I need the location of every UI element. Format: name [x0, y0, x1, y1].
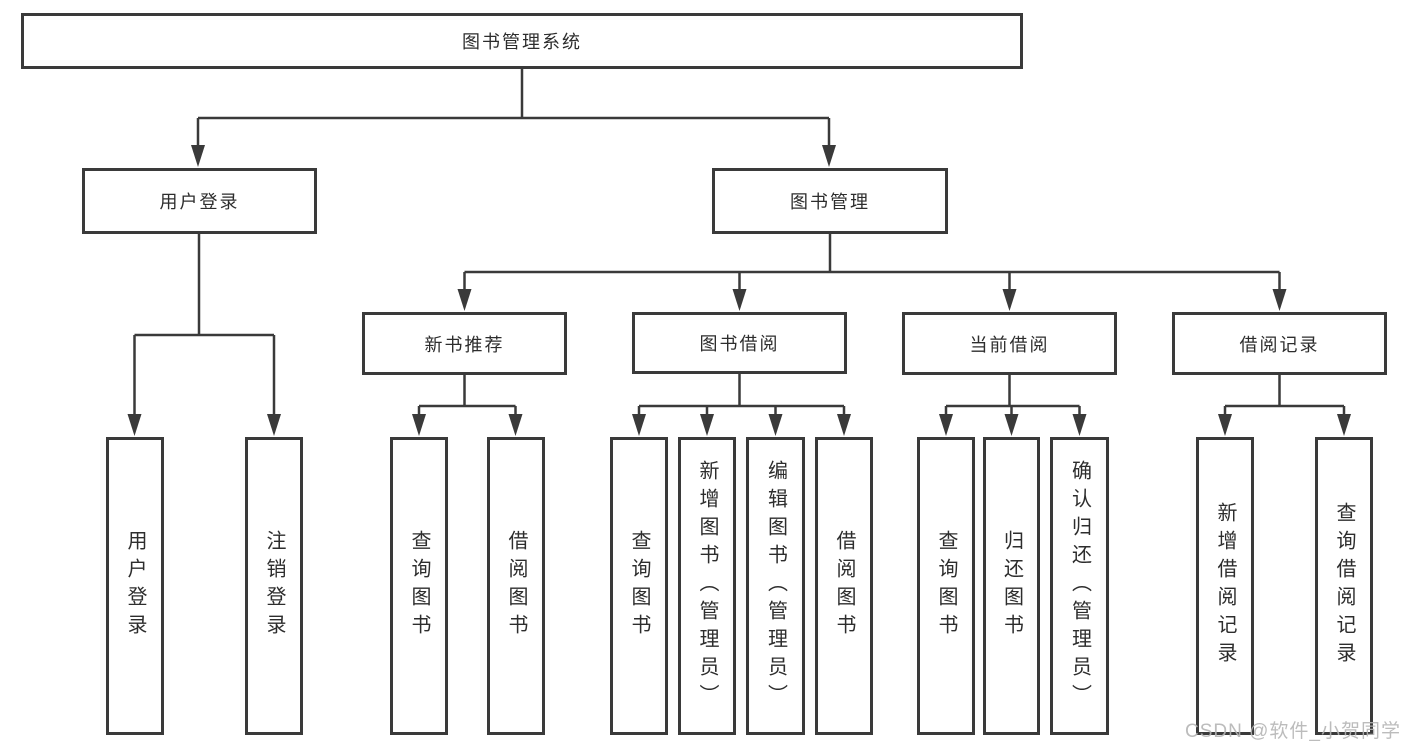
node-leaf-confirm-return-label: 确认归还（管理员）: [1068, 460, 1091, 712]
node-leaf-add-record-label: 新增借阅记录: [1214, 502, 1236, 670]
node-leaf-query-book-1: 查询图书: [390, 437, 448, 735]
node-root-label: 图书管理系统: [462, 32, 582, 52]
node-borrow-records: 借阅记录: [1172, 312, 1387, 375]
edge-user-login-children: [127, 233, 281, 436]
node-user-login: 用户登录: [82, 168, 317, 234]
node-leaf-edit-book: 编辑图书（管理员）: [746, 437, 805, 735]
edge-book-borrow-children: [632, 373, 851, 436]
node-leaf-logout: 注销登录: [245, 437, 303, 735]
node-current-borrow-label: 当前借阅: [969, 334, 1050, 355]
node-leaf-return-book: 归还图书: [983, 437, 1040, 735]
node-leaf-borrow-book-2: 借阅图书: [815, 437, 873, 735]
node-leaf-query-record: 查询借阅记录: [1315, 437, 1373, 735]
edge-root-children: [191, 68, 836, 167]
node-book-borrow: 图书借阅: [632, 312, 847, 374]
node-leaf-user-login-label: 用户登录: [124, 530, 146, 642]
node-root: 图书管理系统: [21, 13, 1023, 69]
node-leaf-query-book-3: 查询图书: [917, 437, 975, 735]
node-leaf-confirm-return: 确认归还（管理员）: [1050, 437, 1109, 735]
node-leaf-query-record-label: 查询借阅记录: [1333, 502, 1355, 670]
node-leaf-borrow-book-1-label: 借阅图书: [505, 530, 527, 642]
node-new-book-rec: 新书推荐: [362, 312, 567, 375]
node-book-borrow-label: 图书借阅: [699, 334, 780, 354]
node-leaf-query-book-1-label: 查询图书: [408, 530, 430, 642]
node-borrow-records-label: 借阅记录: [1239, 334, 1320, 355]
node-leaf-borrow-book-2-label: 借阅图书: [833, 530, 855, 642]
node-leaf-logout-label: 注销登录: [263, 530, 285, 642]
node-new-book-rec-label: 新书推荐: [424, 334, 505, 355]
watermark: CSDN @软件_小贺同学: [1185, 721, 1401, 742]
node-leaf-query-book-2-label: 查询图书: [628, 530, 650, 642]
node-book-mgmt: 图书管理: [712, 168, 948, 234]
node-leaf-add-book-label: 新增图书（管理员）: [696, 460, 718, 712]
node-leaf-add-book: 新增图书（管理员）: [678, 437, 736, 735]
edge-book-mgmt-children: [457, 233, 1287, 311]
edge-borrow-records-children: [1218, 375, 1351, 436]
node-leaf-query-book-3-label: 查询图书: [935, 530, 957, 642]
node-leaf-add-record: 新增借阅记录: [1196, 437, 1254, 735]
node-leaf-query-book-2: 查询图书: [610, 437, 668, 735]
node-user-login-label: 用户登录: [159, 192, 240, 212]
node-leaf-user-login: 用户登录: [106, 437, 164, 735]
node-leaf-edit-book-label: 编辑图书（管理员）: [764, 460, 787, 712]
node-leaf-borrow-book-1: 借阅图书: [487, 437, 545, 735]
node-current-borrow: 当前借阅: [902, 312, 1117, 375]
node-book-mgmt-label: 图书管理: [790, 192, 870, 212]
edge-new-book-rec-children: [412, 375, 523, 436]
node-leaf-return-book-label: 归还图书: [1000, 530, 1023, 642]
edge-current-borrow-children: [939, 375, 1087, 436]
